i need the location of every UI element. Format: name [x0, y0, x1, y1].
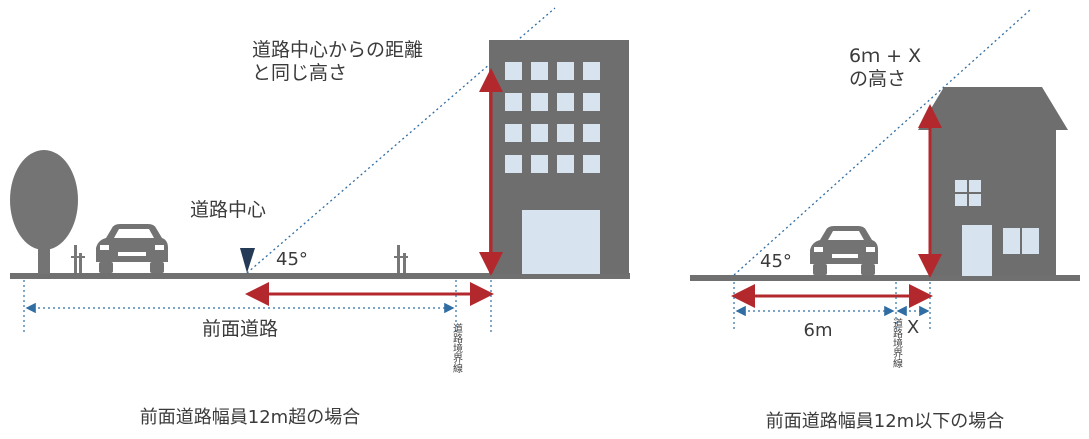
car-icon [810, 226, 878, 275]
left-ground-line [10, 273, 630, 279]
right-x-label: X [907, 317, 919, 338]
tree-icon [10, 150, 78, 274]
right-caption: 前面道路幅員12m以下の場合 [766, 411, 1004, 432]
right-angle-label: 45° [760, 251, 792, 272]
left-height-label-line2: と同じ高さ [252, 62, 347, 84]
office-building-icon [489, 40, 629, 274]
left-road-width-label: 前面道路 [202, 318, 278, 340]
right-diagram: 45° 6ｍ + X の高さ 6m X 道路境界線 前面道路幅員12m以下の場合 [690, 9, 1080, 432]
right-6m-label: 6m [804, 320, 833, 341]
left-caption: 前面道路幅員12m超の場合 [140, 407, 360, 428]
right-ground-line [690, 275, 1080, 281]
road-post-icon [71, 245, 85, 273]
left-boundary-label: 道路境界線 [451, 322, 463, 373]
right-45deg-line [733, 9, 1031, 276]
right-height-label-line2: の高さ [849, 68, 906, 90]
road-post-icon [394, 245, 408, 273]
left-angle-label: 45° [276, 249, 308, 270]
car-icon [96, 224, 168, 273]
right-height-label-line1: 6ｍ + X [849, 45, 921, 67]
left-height-label-line1: 道路中心からの距離 [252, 39, 423, 61]
house-icon [918, 87, 1068, 276]
road-center-marker-icon [240, 248, 255, 273]
road-center-label: 道路中心 [190, 199, 266, 221]
left-diagram: 道路中心 45° 道路中心からの距離 と同じ高さ 前面道路 道路 [10, 7, 630, 428]
right-boundary-label: 道路境界線 [891, 317, 903, 368]
